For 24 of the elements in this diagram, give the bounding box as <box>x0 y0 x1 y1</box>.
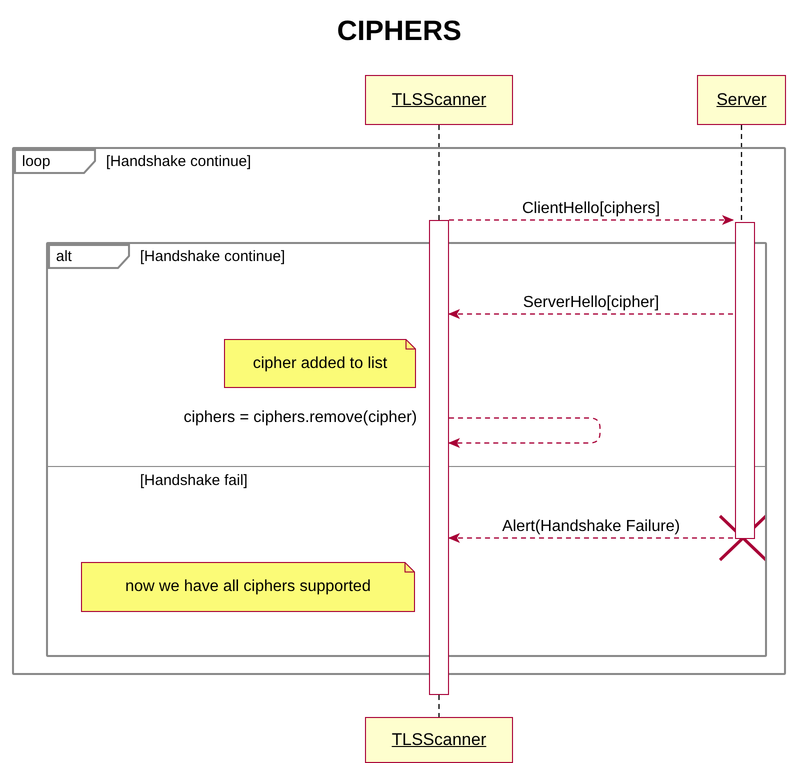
fragment-operator: loop <box>22 152 50 172</box>
combined-fragment-frame <box>46 242 767 657</box>
note: now we have all ciphers supported <box>81 562 415 612</box>
lifeline <box>438 125 440 220</box>
participant-box: TLSScanner <box>365 75 513 125</box>
note: cipher added to list <box>224 339 416 388</box>
message-label: Alert(Handshake Failure) <box>500 518 682 536</box>
message-arrow <box>448 309 733 319</box>
message-arrow <box>448 533 733 543</box>
message-arrow <box>449 215 734 225</box>
lifeline <box>740 125 742 220</box>
diagram-title: CIPHERS <box>337 14 462 48</box>
activation-bar <box>735 222 755 539</box>
fragment-operator: alt <box>56 247 72 267</box>
message-arrow <box>448 417 601 448</box>
combined-fragment-frame <box>12 147 786 675</box>
guard-condition: [Handshake continue] <box>106 152 252 172</box>
participant-box: Server <box>697 75 786 125</box>
participant-box: TLSScanner <box>365 717 513 763</box>
message-label: ClientHello[ciphers] <box>520 200 662 218</box>
guard-condition: [Handshake continue] <box>140 247 286 267</box>
guard-condition: [Handshake fail] <box>140 471 248 491</box>
lifeline <box>438 695 440 717</box>
message-label: ciphers = ciphers.remove(cipher) <box>182 409 419 427</box>
